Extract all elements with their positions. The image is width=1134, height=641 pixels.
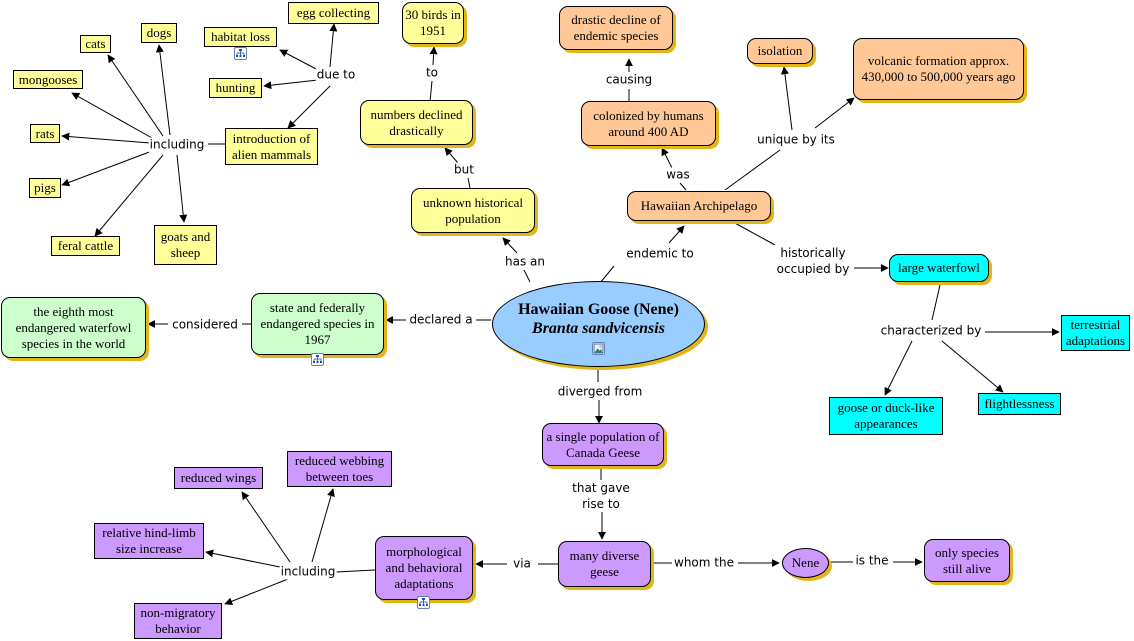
node-rats[interactable]: rats [30,124,60,143]
node-morphological-behavioral-adaptations[interactable]: morphological and behavioral adaptations [375,536,473,600]
node-nene[interactable]: Nene [782,548,829,578]
node-flightlessness[interactable]: flightlessness [978,393,1061,415]
node-state-federally-endangered[interactable]: state and federally endangered species i… [251,293,384,355]
link-label-unique-by-its: unique by its [756,132,836,148]
link-label-via: via [512,556,532,572]
link-label-characterized-by: characterized by [879,323,983,339]
node-hunting[interactable]: hunting [209,78,262,98]
node-terrestrial-adaptations[interactable]: terrestrial adaptations [1061,315,1130,351]
node-volcanic-formation[interactable]: volcanic formation approx. 430,000 to 50… [853,38,1024,100]
node-large-waterfowl[interactable]: large waterfowl [889,254,989,282]
node-eighth-most-endangered[interactable]: the eighth most endangered waterfowl spe… [1,297,146,358]
link-label-due-to: due to [315,67,357,83]
link-label-endemic-to: endemic to [625,246,695,262]
node-cats[interactable]: cats [80,35,111,53]
submap-icon[interactable] [417,596,430,609]
link-label-was: was [665,167,691,183]
link-label-causing: causing [604,72,654,88]
node-goose-or-duck-like-appearances[interactable]: goose or duck-like appearances [829,397,943,435]
node-drastic-decline[interactable]: drastic decline of endemic species [559,6,673,50]
node-unknown-historical-population[interactable]: unknown historical population [411,188,535,233]
link-label-to: to [424,65,440,81]
link-label-but: but [453,162,475,178]
link-label-is-the: is the [854,553,890,569]
node-30-birds-in-1951[interactable]: 30 birds in 1951 [402,2,464,44]
link-label-declared-a: declared a [408,312,474,328]
link-label-diverged-from: diverged from [556,384,644,400]
node-colonized-by-humans[interactable]: colonized by humans around 400 AD [581,101,716,146]
submap-icon[interactable] [311,353,324,366]
node-reduced-wings[interactable]: reduced wings [174,467,263,489]
link-label-considered: considered [171,317,239,333]
node-isolation[interactable]: isolation [747,38,813,64]
node-numbers-declined-drastically[interactable]: numbers declined drastically [360,100,473,145]
image-resource-icon[interactable] [592,342,605,355]
link-label-including: including [279,564,337,580]
node-dogs[interactable]: dogs [141,23,177,43]
node-hind-limb-size-increase[interactable]: relative hind-limb size increase [94,523,204,559]
link-label-historically-occupied-by: historically occupied by [772,245,854,277]
node-pigs[interactable]: pigs [29,178,61,198]
node-only-species-still-alive[interactable]: only species still alive [924,539,1010,582]
node-many-diverse-geese[interactable]: many diverse geese [558,541,651,587]
node-reduced-webbing[interactable]: reduced webbing between toes [287,451,392,487]
main-scientific-name: Branta sandvicensis [532,320,665,337]
node-introduction-of-alien-mammals[interactable]: introduction of alien mammals [225,128,318,165]
node-mongooses[interactable]: mongooses [13,70,83,89]
node-habitat-loss[interactable]: habitat loss [204,27,277,47]
node-non-migratory-behavior[interactable]: non-migratory behavior [134,603,222,639]
link-label-including: including [148,137,206,153]
link-label-that-gave-rise-to: that gave rise to [567,480,635,512]
node-feral-cattle[interactable]: feral cattle [51,236,120,256]
link-label-whom-the: whom the [673,555,735,571]
node-single-population-canada-geese[interactable]: a single population of Canada Geese [542,423,664,466]
link-label-has-an: has an [504,254,546,270]
node-egg-collecting[interactable]: egg collecting [288,2,379,24]
main-title: Hawaiian Goose (Nene) [518,301,679,318]
node-hawaiian-archipelago[interactable]: Hawaiian Archipelago [627,191,771,221]
submap-icon[interactable] [234,47,247,60]
node-goats-and-sheep[interactable]: goats and sheep [154,225,217,265]
